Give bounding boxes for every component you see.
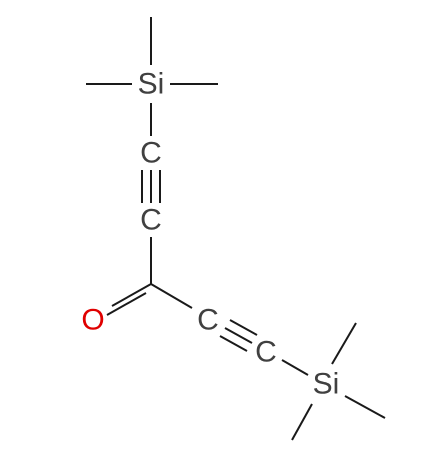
bond-carbonyl-to-c-right-1 bbox=[150, 283, 193, 309]
bond-si-bottom-methyl-right bbox=[344, 395, 386, 419]
bond-si-bottom-methyl-up bbox=[331, 322, 357, 365]
atom-c-right-2: C bbox=[255, 336, 277, 369]
bond-double-carbonyl-oxygen bbox=[106, 283, 152, 316]
atom-oxygen: O bbox=[81, 304, 104, 337]
atom-c-top-2: C bbox=[140, 204, 162, 237]
atom-c-top-1: C bbox=[140, 137, 162, 170]
atom-si-top: Si bbox=[138, 68, 165, 101]
atom-c-right-1: C bbox=[197, 304, 219, 337]
bond-triple-top bbox=[141, 170, 161, 203]
bond-si-bottom-methyl-down bbox=[291, 403, 313, 441]
bond-triple-right bbox=[219, 319, 258, 352]
bond-c-right-2-to-si-bottom bbox=[281, 359, 309, 376]
atom-si-bottom: Si bbox=[313, 368, 340, 401]
